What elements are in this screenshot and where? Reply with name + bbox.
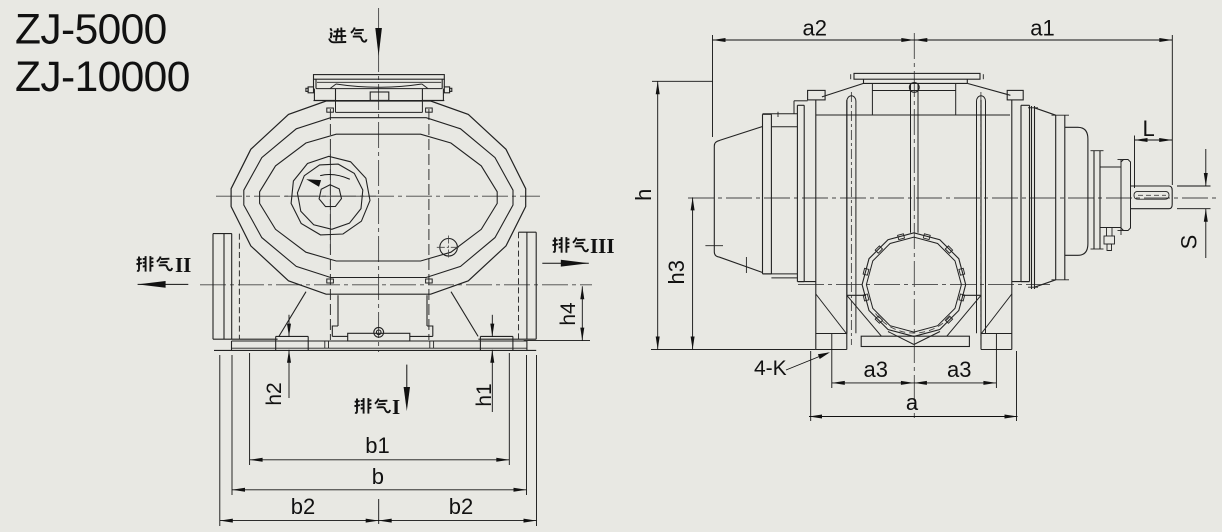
svg-text:III: III bbox=[590, 234, 615, 258]
svg-text:h4: h4 bbox=[557, 302, 580, 326]
svg-text:a3: a3 bbox=[864, 357, 888, 382]
svg-text:S: S bbox=[1177, 235, 1202, 250]
svg-text:h2: h2 bbox=[263, 382, 286, 405]
svg-text:b: b bbox=[372, 464, 384, 489]
svg-text:L: L bbox=[1142, 116, 1154, 141]
svg-text:b1: b1 bbox=[365, 433, 389, 458]
svg-text:a3: a3 bbox=[947, 357, 971, 382]
svg-text:ZJ-10000: ZJ-10000 bbox=[15, 54, 190, 101]
svg-text:II: II bbox=[175, 253, 191, 277]
svg-text:b2: b2 bbox=[449, 494, 473, 519]
svg-text:b2: b2 bbox=[291, 494, 315, 519]
svg-text:a2: a2 bbox=[803, 16, 827, 41]
svg-text:h: h bbox=[631, 189, 656, 201]
svg-text:4-K: 4-K bbox=[754, 357, 787, 380]
svg-text:a1: a1 bbox=[1030, 16, 1054, 41]
svg-text:I: I bbox=[392, 395, 400, 419]
svg-text:h1: h1 bbox=[473, 383, 496, 406]
svg-text:a: a bbox=[906, 390, 919, 415]
svg-text:h3: h3 bbox=[664, 260, 689, 284]
svg-text:ZJ-5000: ZJ-5000 bbox=[15, 7, 167, 54]
